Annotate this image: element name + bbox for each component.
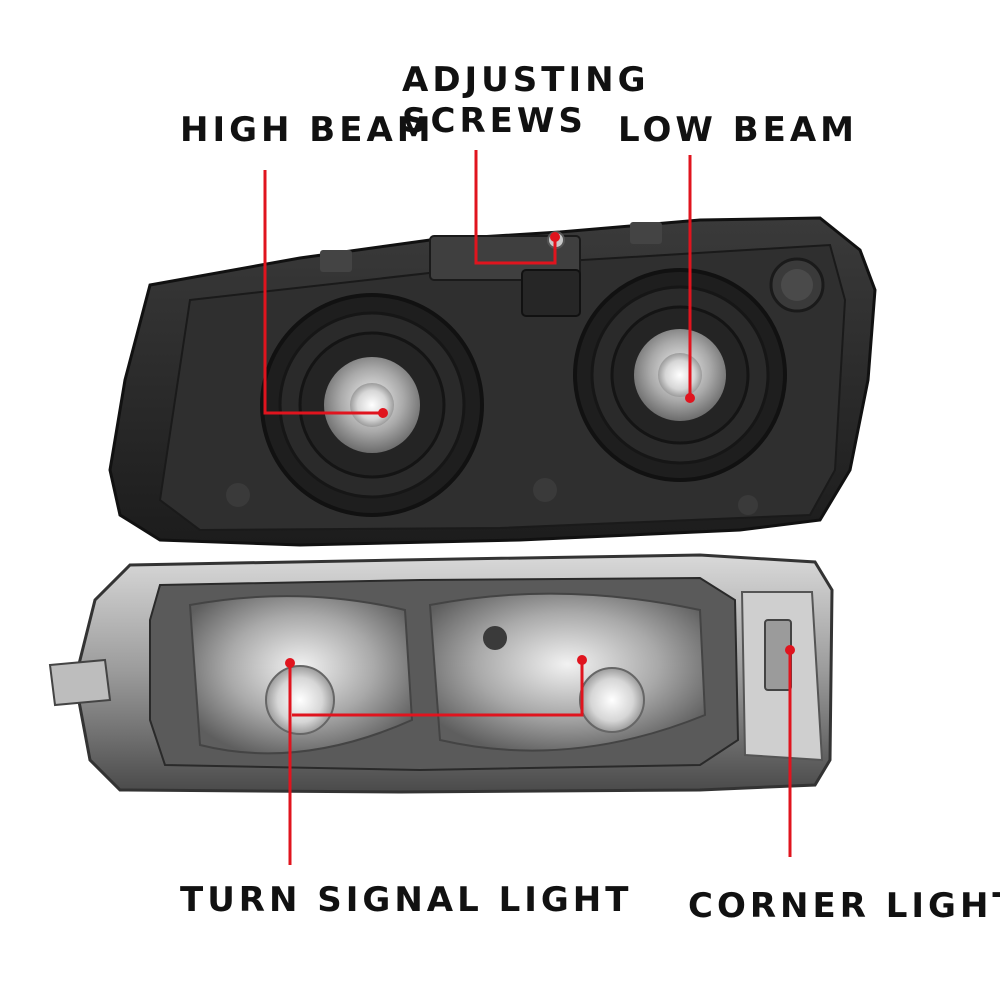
bumper-light-housing (48, 553, 834, 794)
corner-light-section (740, 591, 824, 762)
high-beam-reflector (260, 293, 484, 517)
label-low-beam: LOW BEAM (618, 110, 858, 150)
label-adjusting-line1: ADJUSTING (402, 60, 650, 100)
label-adjusting-line2: SCREWS (402, 100, 587, 141)
turn-signal-reflector (188, 595, 414, 755)
label-turn-signal-light: TURN SIGNAL LIGHT (180, 880, 633, 920)
high-beam-callout (263, 170, 383, 415)
right-reflector (428, 592, 707, 752)
callout-dots (285, 232, 795, 668)
adjusting-screws-callout (474, 150, 557, 265)
label-corner-light: CORNER LIGHT (688, 886, 1000, 926)
low-beam-reflector (573, 268, 787, 482)
headlight-housing (108, 216, 877, 547)
label-adjusting-screws: ADJUSTING SCREWS (402, 60, 650, 142)
callout-lines (263, 150, 792, 865)
turn-signal-connector (292, 660, 584, 717)
label-high-beam: HIGH BEAM (180, 110, 435, 150)
